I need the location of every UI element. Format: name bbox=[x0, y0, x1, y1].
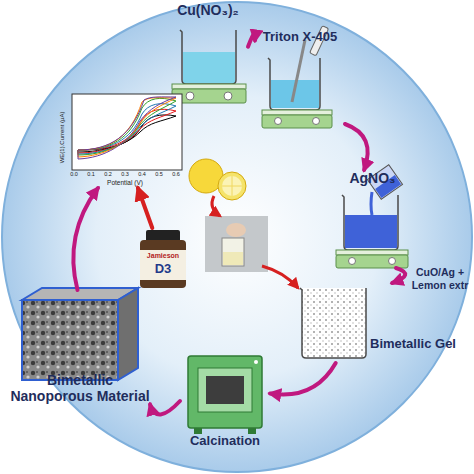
beaker-step: AgNO₃ bbox=[335, 170, 410, 268]
axis-tick: 0.6 bbox=[168, 172, 184, 178]
lemons bbox=[189, 159, 246, 200]
axis-tick: 0.0 bbox=[66, 172, 82, 178]
step-label: Cu(NO₃)₂ bbox=[168, 2, 248, 18]
furnace-step: Calcination bbox=[180, 350, 270, 455]
flow-arrow bbox=[248, 33, 256, 47]
flow-arrow bbox=[345, 124, 368, 170]
flow-arrow bbox=[270, 363, 336, 395]
gel-step: Bimetallic Gel bbox=[295, 283, 460, 363]
beaker-step: Triton X-405 bbox=[255, 30, 345, 128]
vitamin-bottle-box: JamiesonD3 bbox=[138, 228, 188, 288]
axis-tick: 0.4 bbox=[134, 172, 150, 178]
gel-beaker bbox=[300, 288, 366, 358]
cv-plot bbox=[72, 94, 182, 170]
edge-label: CuO/Ag + Lemon extr bbox=[408, 266, 472, 291]
axis-tick: 0.3 bbox=[117, 172, 133, 178]
step-label: D3 bbox=[138, 262, 188, 277]
step-label: Calcination bbox=[180, 434, 270, 449]
step-label: Bimetallic Gel bbox=[367, 337, 459, 352]
step-label: Jamieson bbox=[138, 252, 188, 260]
furnace bbox=[188, 356, 262, 434]
flow-arrow bbox=[392, 268, 405, 283]
step-label: Bimetallic Nanoporous Material bbox=[10, 372, 150, 404]
axis-tick: 0.1 bbox=[83, 172, 99, 178]
step-label: AgNO₃ bbox=[335, 170, 410, 186]
flow-arrow bbox=[150, 401, 180, 415]
cu-beaker bbox=[172, 30, 246, 103]
flow-arrow bbox=[138, 188, 152, 228]
extract-photo bbox=[205, 216, 268, 272]
process-arrows bbox=[212, 196, 298, 288]
sem-cube bbox=[22, 288, 138, 380]
step-label: Potential (V) bbox=[95, 179, 155, 186]
beaker-step: Cu(NO₃)₂ bbox=[168, 2, 248, 104]
axis-tick: 0.5 bbox=[151, 172, 167, 178]
step-label: WE(1).Current (μA) bbox=[59, 92, 66, 182]
axis-tick: 0.2 bbox=[100, 172, 116, 178]
material-step: Bimetallic Nanoporous Material bbox=[10, 290, 150, 410]
flow-arrow bbox=[73, 188, 98, 290]
step-label: Triton X-405 bbox=[255, 30, 345, 45]
